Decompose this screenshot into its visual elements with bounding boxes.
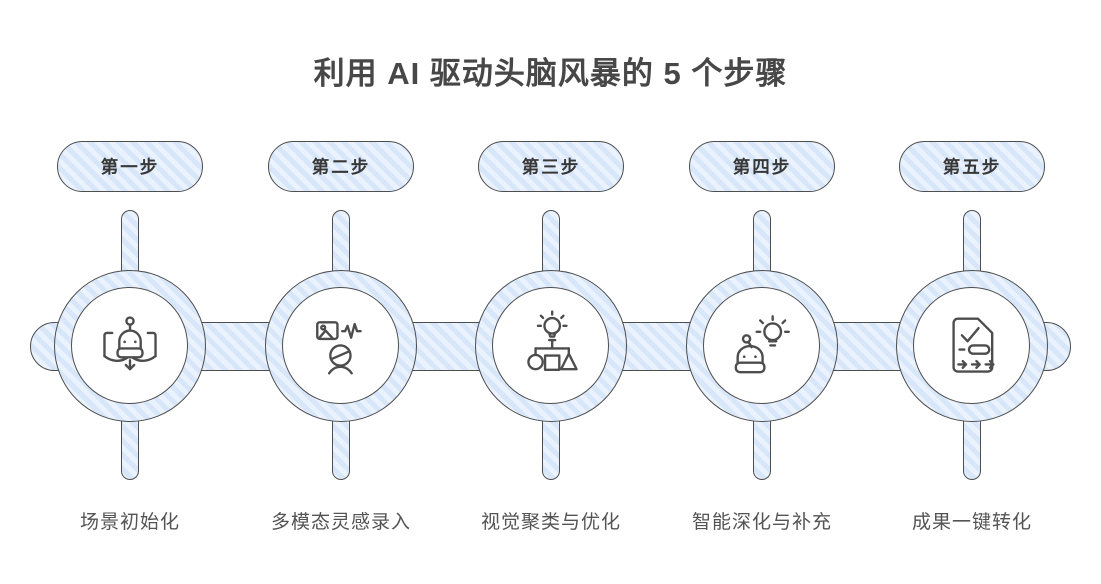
step-3-icon-area [492, 287, 609, 404]
step-1: 第一步 [54, 0, 206, 584]
step-4-circle [686, 270, 838, 422]
page-title: 利用 AI 驱动头脑风暴的 5 个步骤 [313, 56, 788, 91]
step-4: 第四步 [686, 0, 838, 584]
robot-book-icon [102, 315, 157, 370]
step-2-label: 多模态灵感录入 [270, 512, 411, 533]
step-2-badge: 第二步 [268, 141, 414, 192]
robot-bulb-icon [734, 314, 790, 373]
step-5: 第五步 成果一键转化 [896, 0, 1048, 584]
step-2-icon-area [282, 287, 399, 404]
document-convert-arrows-icon [951, 317, 995, 373]
step-4-label: 智能深化与补充 [691, 512, 832, 533]
step-3-label: 视觉聚类与优化 [480, 512, 621, 533]
step-4-icon-area [703, 287, 820, 404]
step-3-circle [475, 270, 627, 422]
step-2-badge-label: 第二步 [311, 157, 371, 177]
step-1-icon-area [71, 287, 188, 404]
step-1-badge-label: 第一步 [100, 157, 160, 177]
step-5-icon-area [913, 287, 1030, 404]
step-5-label: 成果一键转化 [911, 512, 1032, 533]
step-5-badge: 第五步 [899, 141, 1045, 192]
step-1-label: 场景初始化 [79, 512, 180, 533]
step-5-badge-label: 第五步 [942, 157, 1002, 177]
step-5-circle [896, 270, 1048, 422]
step-4-badge: 第四步 [689, 141, 835, 192]
step-2-circle [265, 270, 417, 422]
step-3-badge: 第三步 [478, 141, 624, 192]
step-1-badge: 第一步 [57, 141, 203, 192]
bulb-cluster-shapes-icon [526, 309, 578, 371]
step-3-badge-label: 第三步 [521, 157, 581, 177]
step-2: 第二步 多模态灵感录入 [265, 0, 417, 584]
step-4-badge-label: 第四步 [732, 157, 792, 177]
step-3: 第三步 [475, 0, 627, 584]
step-1-circle [54, 270, 206, 422]
image-wave-person-icon [315, 320, 362, 374]
